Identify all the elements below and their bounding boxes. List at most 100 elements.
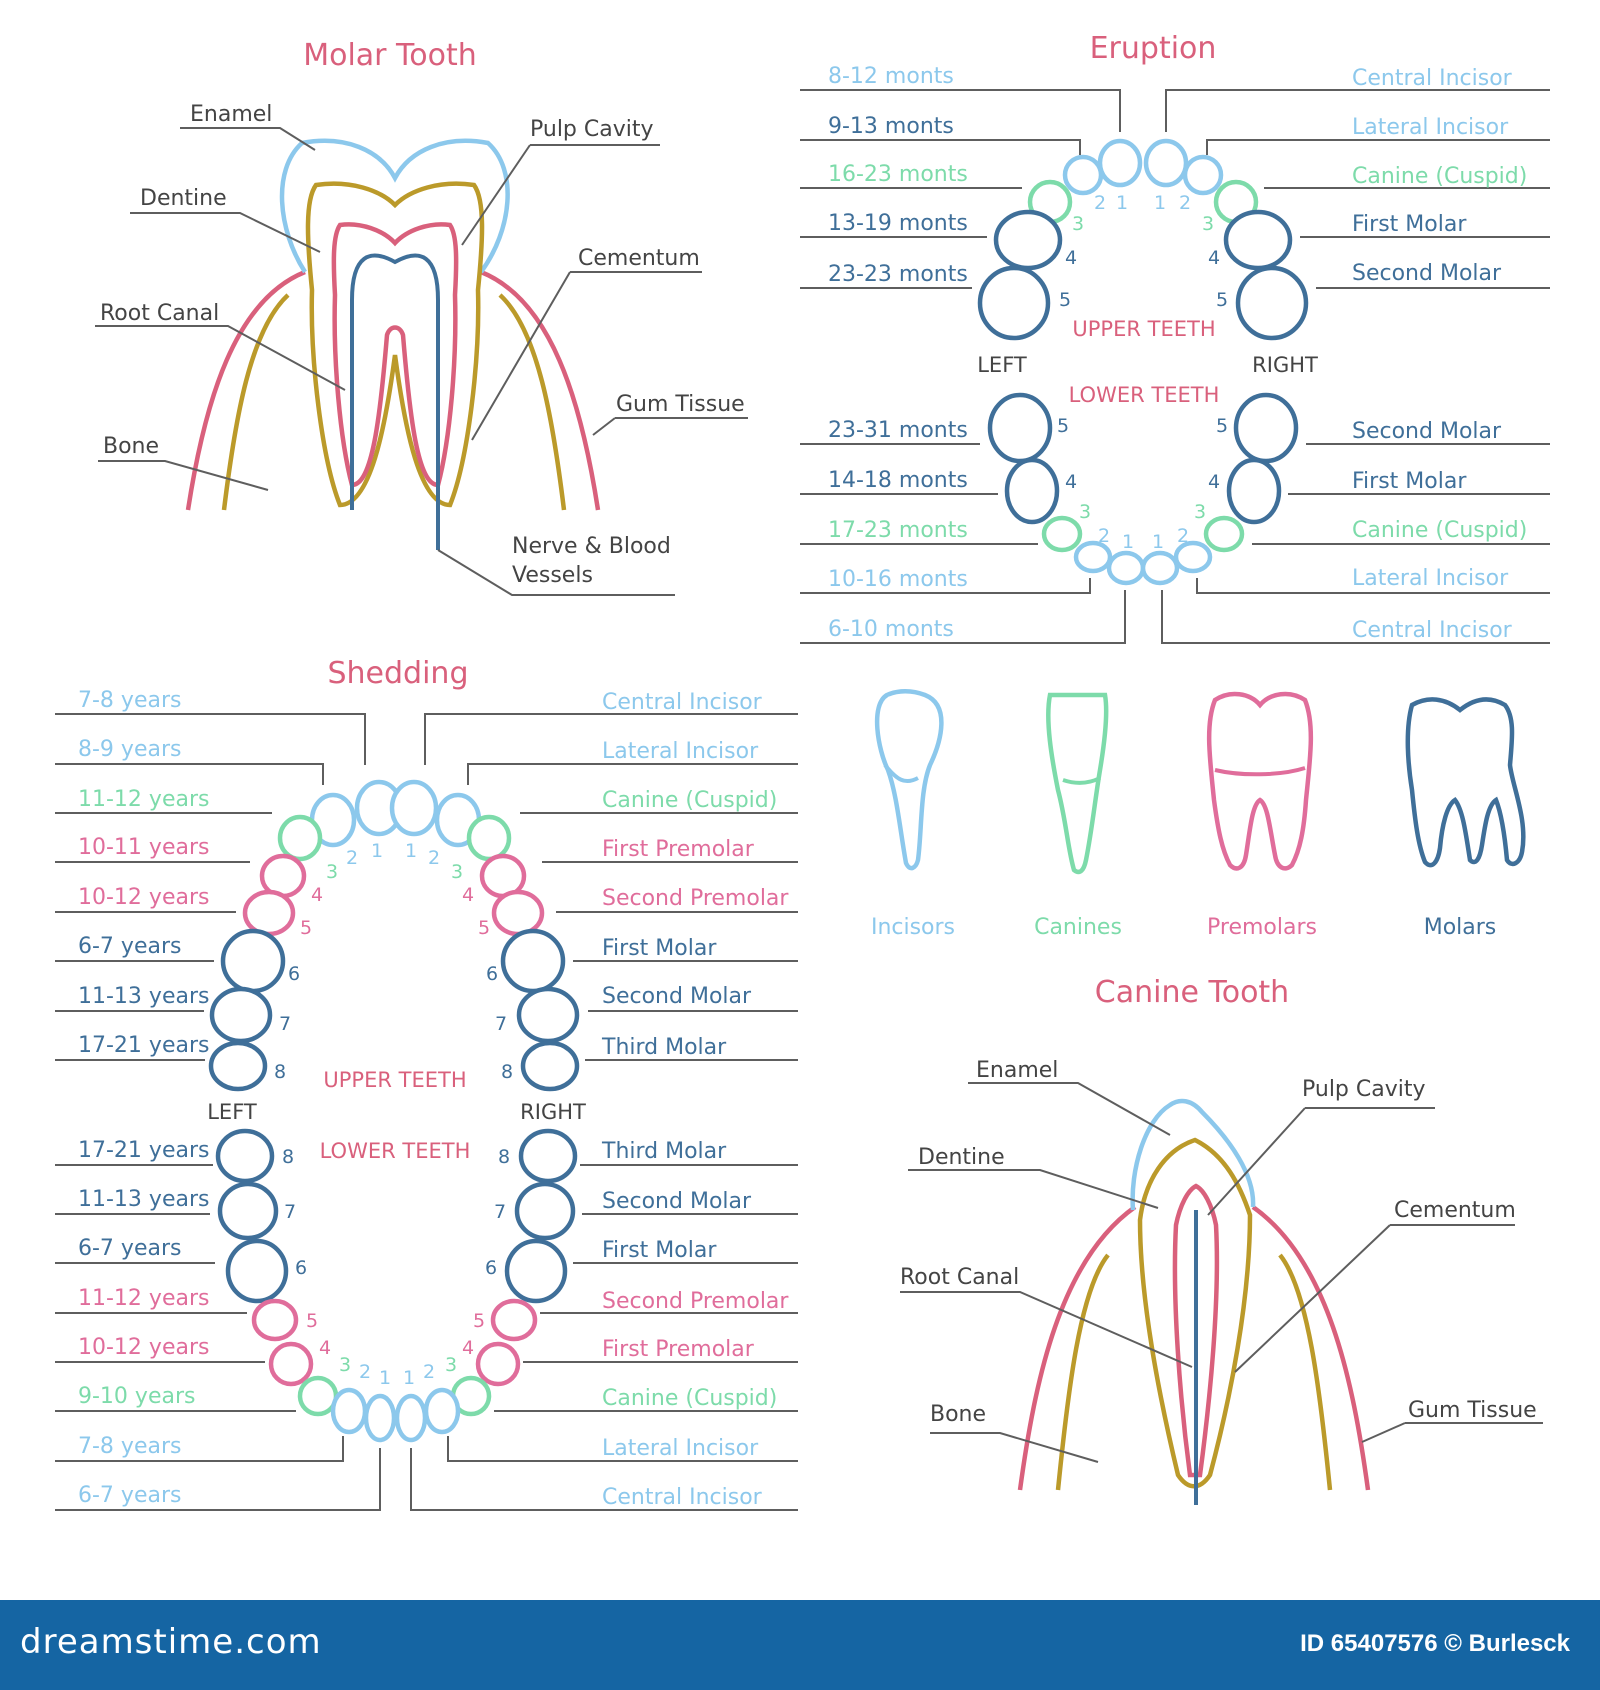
eruption-lower-arch <box>987 392 1299 586</box>
eruption-lower-time: 17-23 monts <box>828 518 968 543</box>
eruption-upper-time: 16-23 monts <box>828 162 968 187</box>
molar-tooth-panel: Molar Tooth Enamel Pulp Cavity Dentine C… <box>95 38 748 596</box>
shedding-lower-time: 11-12 years <box>78 1286 209 1311</box>
eruption-upper-time: 23-23 monts <box>828 262 968 287</box>
eruption-upper-name: Canine (Cuspid) <box>1352 164 1527 189</box>
shedding-tooth <box>268 1341 314 1387</box>
tooth-type-incisors: Incisors <box>871 915 955 940</box>
eruption-num: 5 <box>1059 289 1071 311</box>
canine-label-enamel: Enamel <box>976 1058 1058 1083</box>
molar-label-cementum: Cementum <box>578 246 700 271</box>
eruption-tooth <box>1106 550 1146 586</box>
shedding-num: 2 <box>346 847 358 869</box>
eruption-tooth <box>987 392 1053 464</box>
shedding-num: 7 <box>494 1201 506 1223</box>
shedding-tooth <box>277 814 323 862</box>
shedding-lower-times: 17-21 years 11-13 years 6-7 years 11-12 … <box>78 1138 209 1508</box>
eruption-num: 2 <box>1094 192 1106 214</box>
footer-bar: dreamstime.com ID 65407576 © Burlesck <box>0 1600 1600 1690</box>
shedding-num: 7 <box>279 1013 291 1035</box>
incisor-pulp-line <box>883 763 919 784</box>
shedding-lower-time: 17-21 years <box>78 1138 209 1163</box>
shedding-tooth <box>251 1298 299 1342</box>
eruption-upper-arch <box>977 138 1309 341</box>
shedding-num: 5 <box>300 917 312 939</box>
eruption-tooth <box>1062 154 1104 196</box>
brand-logo[interactable]: dreamstime.com <box>20 1622 322 1662</box>
molar-label-nerve: Nerve & Blood <box>512 534 671 559</box>
image-id: ID 65407576 © Burlesck <box>1300 1630 1570 1657</box>
shedding-tooth <box>389 779 439 837</box>
eruption-upper-name: Central Incisor <box>1352 66 1513 91</box>
shedding-tooth <box>394 1393 428 1443</box>
shedding-lower-names: Third Molar Second Molar First Molar Sec… <box>601 1139 789 1510</box>
shedding-lower-name: Central Incisor <box>602 1485 763 1510</box>
eruption-num: 1 <box>1154 192 1166 214</box>
shedding-lower-name: First Premolar <box>602 1337 755 1362</box>
canine-bone <box>1055 1253 1333 1491</box>
eruption-num: 5 <box>1216 415 1228 437</box>
shedding-num: 1 <box>371 840 383 862</box>
eruption-tooth <box>993 209 1063 271</box>
canine-label-dentine: Dentine <box>918 1145 1005 1170</box>
molar-pulp-cavity <box>331 222 459 488</box>
shedding-upper-time: 7-8 years <box>78 688 181 713</box>
molar-label-root-canal: Root Canal <box>100 301 219 326</box>
eruption-lower-time: 6-10 monts <box>828 617 954 642</box>
eruption-tooth <box>1182 154 1224 196</box>
shedding-num: 6 <box>295 1257 307 1279</box>
shedding-lower-name: Lateral Incisor <box>602 1436 759 1461</box>
eruption-tooth <box>1097 138 1143 188</box>
canine-pulp-line <box>1062 776 1101 785</box>
shedding-num: 7 <box>495 1013 507 1035</box>
shedding-num: 3 <box>451 861 463 883</box>
shedding-num: 5 <box>473 1310 485 1332</box>
eruption-num: 3 <box>1202 213 1214 235</box>
canine-dentine <box>1137 1137 1253 1489</box>
shedding-upper-name: Second Molar <box>602 984 752 1009</box>
premolar-pulp-line <box>1214 766 1306 777</box>
shedding-num: 5 <box>478 917 490 939</box>
shedding-tooth <box>520 1040 580 1092</box>
molar-gum-tissue <box>185 269 601 511</box>
eruption-tooth <box>1235 265 1309 341</box>
molar-enamel <box>279 138 510 274</box>
shedding-upper-time: 11-12 years <box>78 787 209 812</box>
canine-icon <box>1046 692 1109 875</box>
eruption-tooth <box>1004 457 1060 525</box>
shedding-num: 6 <box>288 963 300 985</box>
shedding-upper-numbers: 1 1 2 2 3 3 4 4 5 5 6 6 7 7 8 8 <box>274 840 513 1083</box>
shedding-num: 4 <box>462 1337 474 1359</box>
eruption-lower-name: Central Incisor <box>1352 618 1513 643</box>
shedding-upper-name: First Molar <box>602 936 717 961</box>
shedding-upper-time: 17-21 years <box>78 1033 209 1058</box>
shedding-num: 6 <box>485 1257 497 1279</box>
eruption-upper-times: 8-12 monts 9-13 monts 16-23 monts 13-19 … <box>828 64 968 287</box>
eruption-lower-name: Second Molar <box>1352 419 1502 444</box>
shedding-num: 3 <box>326 861 338 883</box>
shedding-num: 2 <box>428 847 440 869</box>
eruption-num: 5 <box>1216 289 1228 311</box>
canine-gum-tissue <box>1017 1205 1371 1491</box>
eruption-num: 4 <box>1065 471 1077 493</box>
shedding-lower-time: 6-7 years <box>78 1483 181 1508</box>
eruption-lower-times: 23-31 monts 14-18 monts 17-23 monts 10-1… <box>828 418 968 642</box>
shedding-num: 2 <box>423 1361 435 1383</box>
tooth-types-panel: Incisors Canines Premolars Molars <box>871 689 1526 940</box>
shedding-upper-name: Lateral Incisor <box>602 739 759 764</box>
shedding-num: 1 <box>405 840 417 862</box>
shedding-num: 8 <box>274 1061 286 1083</box>
shedding-upper-name: First Premolar <box>602 837 755 862</box>
shedding-tooth <box>220 928 286 994</box>
shedding-tooth <box>297 1375 339 1417</box>
shedding-tooth <box>363 1393 397 1443</box>
eruption-lower-name: Canine (Cuspid) <box>1352 518 1527 543</box>
eruption-upper-time: 9-13 monts <box>828 114 954 139</box>
shedding-upper-names: Central Incisor Lateral Incisor Canine (… <box>601 690 789 1060</box>
eruption-num: 3 <box>1072 213 1084 235</box>
eruption-num: 3 <box>1079 501 1091 523</box>
molar-nerve-blood-vessels <box>350 253 440 550</box>
canine-label-cementum: Cementum <box>1394 1198 1516 1223</box>
shedding-upper-name: Third Molar <box>601 1035 727 1060</box>
